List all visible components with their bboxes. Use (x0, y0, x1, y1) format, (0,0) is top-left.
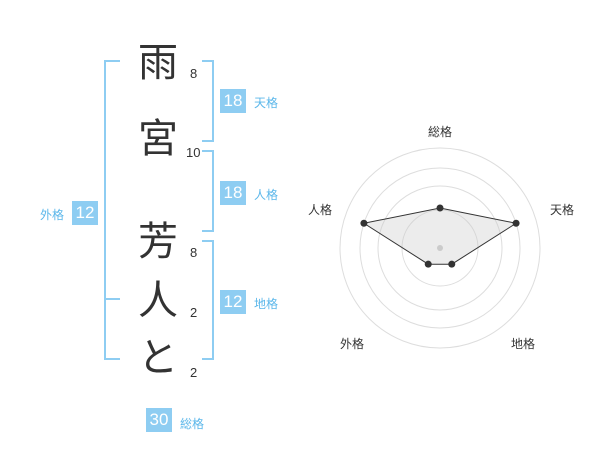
soukaku-label: 総格 (180, 417, 205, 431)
gaikaku-label: 外格 (40, 208, 65, 222)
stroke-count-3: 8 (190, 245, 198, 260)
radar-point-1 (436, 204, 444, 212)
name-char-3: 芳 (138, 219, 178, 265)
stroke-count-4: 2 (190, 305, 198, 320)
gaikaku-bracket-bottom (104, 298, 120, 360)
radar-series-polygon (362, 207, 518, 265)
tenkaku-value: 18 (220, 89, 246, 113)
chikaku-bracket (202, 240, 214, 360)
radar-point-4 (424, 260, 432, 268)
soukaku-value: 30 (146, 408, 172, 432)
radar-label-soukaku: 総格 (428, 125, 453, 139)
radar-label-tenkaku: 天格 (550, 203, 575, 217)
name-char-5: と (138, 335, 178, 381)
radar-label-chikaku: 地格 (511, 337, 536, 351)
radar-ring-3 (359, 167, 521, 329)
radar-point-2 (512, 219, 520, 227)
radar-point-5 (360, 219, 368, 227)
name-char-1: 雨 (138, 40, 178, 86)
tenkaku-bracket (202, 60, 214, 142)
radar-ring-4 (339, 147, 541, 349)
stroke-count-5: 2 (190, 365, 198, 380)
chikaku-label: 地格 (254, 297, 279, 311)
radar-point-3 (448, 260, 456, 268)
gaikaku-value: 12 (72, 201, 98, 225)
radar-ring-2 (377, 185, 503, 311)
name-char-2: 宮 (138, 116, 178, 162)
name-char-4: 人 (138, 278, 178, 324)
radar-label-gaikaku: 外格 (340, 337, 365, 351)
radar-label-jinkaku: 人格 (308, 203, 333, 217)
radar-center (437, 245, 443, 251)
tenkaku-label: 天格 (254, 96, 279, 110)
stroke-count-1: 8 (190, 66, 198, 81)
chikaku-value: 12 (220, 290, 246, 314)
jinkaku-value: 18 (220, 181, 246, 205)
stroke-count-2: 10 (186, 145, 201, 160)
jinkaku-label: 人格 (254, 188, 279, 202)
jinkaku-bracket (202, 150, 214, 232)
